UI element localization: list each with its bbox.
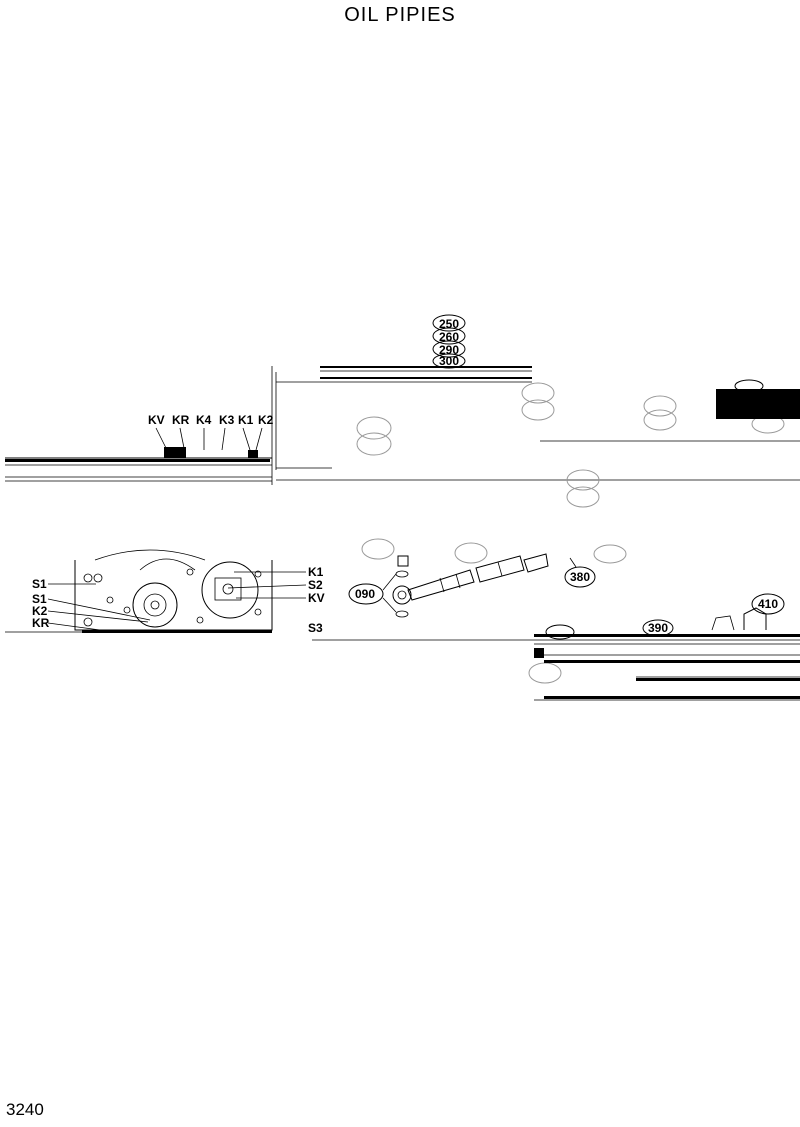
part-number-380: 380 (570, 570, 590, 584)
part-number-390: 390 (648, 621, 668, 635)
part-number-290: 290 (439, 343, 459, 357)
port-label-k3: K3 (219, 413, 235, 427)
part-number-300: 300 (439, 354, 459, 368)
port-label-kv: KV (148, 413, 165, 427)
port-label-kr: KR (172, 413, 190, 427)
port-label-kr-left: KR (32, 616, 50, 630)
lower-right-assembly: 410 390 (534, 593, 800, 701)
part-number-410: 410 (758, 597, 778, 611)
port-label-k4: K4 (196, 413, 212, 427)
port-label-s1-lower: S1 (32, 592, 47, 606)
port-label-k1: K1 (238, 413, 254, 427)
page-title: OIL PIPIES (344, 4, 456, 26)
pipe-stack: 250 260 290 300 (276, 314, 800, 481)
port-label-s3: S3 (308, 621, 323, 635)
upper-right-assembly (716, 379, 800, 419)
page-number: 3240 (6, 1100, 44, 1119)
hose-assembly: 090 380 (348, 553, 596, 618)
port-label-s1-upper: S1 (32, 577, 47, 591)
top-port-labels: KV KR K4 K3 K1 K2 (148, 413, 274, 451)
port-label-k1-right: K1 (308, 565, 324, 579)
port-label-s2-right: S2 (308, 578, 323, 592)
part-number-090: 090 (355, 587, 375, 601)
port-label-k2: K2 (258, 413, 274, 427)
pump-front-view (5, 549, 800, 641)
ghost-bubbles (356, 382, 785, 684)
part-number-250: 250 (439, 317, 459, 331)
port-label-kv-right: KV (308, 591, 325, 605)
pump-side-view (5, 366, 277, 485)
part-number-260: 260 (439, 330, 459, 344)
port-label-k2-left: K2 (32, 604, 48, 618)
front-port-labels: S1 S1 K2 KR K1 S2 KV S3 (32, 565, 325, 635)
